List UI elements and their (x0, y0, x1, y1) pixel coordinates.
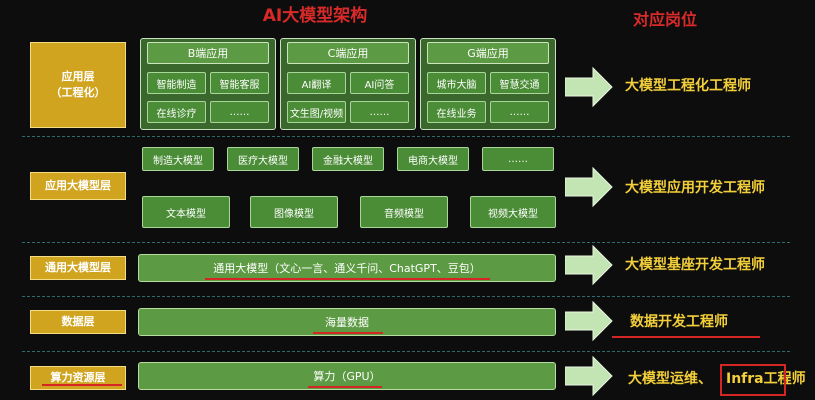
group-title: G端应用 (427, 42, 549, 64)
compute-bar: 算力（GPU） (138, 362, 556, 390)
layer-data: 数据层 (30, 310, 126, 334)
modality-model: 文本模型 (142, 196, 230, 228)
app-cell: 文生图/视频 (287, 101, 346, 123)
modality-model: 图像模型 (250, 196, 338, 228)
general-model-bar: 通用大模型（文心一言、通义千问、ChatGPT、豆包） (138, 254, 556, 282)
layer-divider (22, 242, 790, 243)
layer-divider (22, 136, 790, 137)
role-compute-prefix: 大模型运维、 (628, 371, 712, 387)
app-cell: AI翻译 (287, 72, 346, 94)
domain-model: 制造大模型 (142, 147, 214, 171)
app-cell: …… (490, 101, 549, 123)
diagram-title: AI大模型架构 (262, 6, 368, 26)
domain-model: 医疗大模型 (227, 147, 299, 171)
layer-application: 应用层 （工程化） (30, 42, 126, 128)
layer-compute: 算力资源层 (30, 366, 126, 390)
app-cell: …… (210, 101, 269, 123)
app-cell: 城市大脑 (427, 72, 486, 94)
app-cell: AI问答 (350, 72, 409, 94)
domain-model: 电商大模型 (397, 147, 469, 171)
role-general-model: 大模型基座开发工程师 (625, 257, 765, 273)
domain-model: 金融大模型 (312, 147, 384, 171)
role-application: 大模型工程化工程师 (625, 78, 751, 94)
group-title: B端应用 (147, 42, 269, 64)
layer-application-model: 应用大模型层 (30, 172, 126, 200)
highlight-box (720, 364, 786, 396)
highlight-underline (205, 278, 490, 280)
arrow-right-icon (565, 244, 613, 286)
domain-model: …… (482, 147, 554, 171)
app-cell: 智能制造 (147, 72, 206, 94)
app-cell: 智慧交通 (490, 72, 549, 94)
modality-model: 音频模型 (360, 196, 448, 228)
app-cell: 在线业务 (427, 101, 486, 123)
highlight-underline (42, 384, 122, 386)
arrow-right-icon (565, 300, 613, 342)
arrow-right-icon (565, 66, 613, 108)
role-application-model: 大模型应用开发工程师 (625, 180, 765, 196)
group-g-end: G端应用 城市大脑 智慧交通 在线业务 …… (420, 38, 556, 130)
highlight-underline (313, 332, 383, 334)
group-b-end: B端应用 智能制造 智能客服 在线诊疗 …… (140, 38, 276, 130)
group-c-end: C端应用 AI翻译 AI问答 文生图/视频 …… (280, 38, 416, 130)
modality-model: 视频大模型 (470, 196, 556, 228)
layer-divider (22, 296, 790, 297)
arrow-right-icon (565, 166, 613, 208)
highlight-underline (612, 336, 760, 338)
highlight-underline (308, 386, 382, 388)
app-cell: …… (350, 101, 409, 123)
arrow-right-icon (565, 355, 613, 397)
layer-divider (22, 351, 790, 352)
app-cell: 在线诊疗 (147, 101, 206, 123)
group-title: C端应用 (287, 42, 409, 64)
data-bar: 海量数据 (138, 308, 556, 336)
role-data: 数据开发工程师 (630, 314, 728, 330)
app-cell: 智能客服 (210, 72, 269, 94)
roles-title: 对应岗位 (632, 10, 697, 29)
layer-general-model: 通用大模型层 (30, 256, 126, 280)
